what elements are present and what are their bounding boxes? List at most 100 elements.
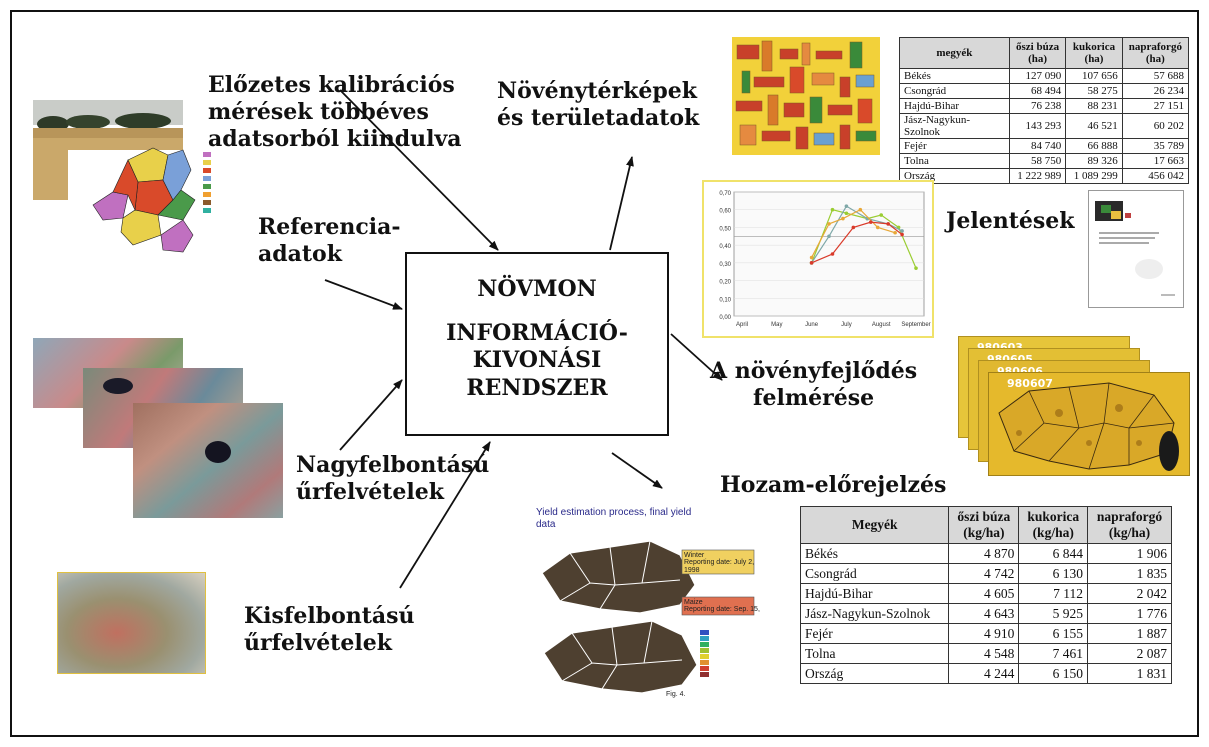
table-cell: 1 222 989 <box>1008 168 1067 184</box>
table-cell: 143 293 <box>1008 113 1067 139</box>
dev-frame-label: 980607 <box>1007 377 1053 390</box>
y-tick-label: 0,00 <box>719 315 731 321</box>
table-cell: Hajdú-Bihar <box>799 583 950 604</box>
table-cell: Jász-Nagykun-Szolnok <box>799 603 950 624</box>
data-point <box>809 261 814 265</box>
report-page-graphic <box>1095 201 1175 296</box>
table-cell: 4 870 <box>948 543 1020 564</box>
yield-header-county: Megyék <box>799 506 950 544</box>
table-cell: 4 548 <box>948 643 1020 664</box>
table-cell: 2 042 <box>1087 583 1172 604</box>
table-cell: 58 275 <box>1065 83 1123 99</box>
area-header-sunflower: napraforgó (ha) <box>1121 37 1190 69</box>
yield-header-sunflower: napraforgó (kg/ha) <box>1087 506 1172 544</box>
x-tick-label: April <box>736 322 748 328</box>
table-cell: Békés <box>799 543 950 564</box>
report-document-image <box>1088 190 1184 308</box>
table-cell: 7 112 <box>1018 583 1089 604</box>
table-cell: 26 234 <box>1121 83 1190 99</box>
table-cell: 89 326 <box>1065 153 1123 169</box>
table-cell: 6 844 <box>1018 543 1089 564</box>
table-cell: Csongrád <box>899 83 1010 99</box>
yield-maps-fig-label: Fig. 4. <box>666 691 686 698</box>
label-crop-maps: Növénytérképek és területadatok <box>497 78 700 131</box>
crop-map-image <box>732 37 880 155</box>
field-map-graphic <box>33 100 233 260</box>
table-cell: 58 750 <box>1008 153 1067 169</box>
data-point <box>830 207 835 212</box>
dev-frame: 980607 <box>988 372 1190 476</box>
table-cell: 27 151 <box>1121 98 1190 114</box>
table-cell: 68 494 <box>1008 83 1067 99</box>
data-point <box>809 255 814 260</box>
crop-development-frames: 980603 980605 980606 980607 <box>958 336 1190 476</box>
table-cell: 4 244 <box>948 663 1020 684</box>
table-cell: 1 887 <box>1087 623 1172 644</box>
data-point <box>844 211 849 216</box>
label-high-res: Nagyfelbontású űrfelvételek <box>296 452 490 505</box>
label-reports: Jelentések <box>946 208 1075 234</box>
yield-header-wheat: őszi búza (kg/ha) <box>948 506 1020 544</box>
table-cell: 1 831 <box>1087 663 1172 684</box>
yield-maps-title: Yield estimation process, final yield da… <box>536 507 692 530</box>
table-cell: 57 688 <box>1121 68 1190 84</box>
table-cell: 1 835 <box>1087 563 1172 584</box>
label-crop-development: A növényfejlődés felmérése <box>710 358 918 411</box>
table-cell: 88 231 <box>1065 98 1123 114</box>
yield-header-maize: kukorica (kg/ha) <box>1018 506 1089 544</box>
table-cell: 6 155 <box>1018 623 1089 644</box>
data-point <box>844 204 849 208</box>
yield-table-header: Megyék őszi búza (kg/ha) kukorica (kg/ha… <box>799 506 1172 544</box>
table-cell: Fejér <box>899 138 1010 154</box>
table-cell: 5 925 <box>1018 603 1089 624</box>
yield-map-tag-maize: Maize Reporting date: Sep. 15, <box>684 599 760 614</box>
system-line-3: RENDSZER <box>466 374 608 401</box>
label-calibration: Előzetes kalibrációs mérések többéves ad… <box>208 72 462 152</box>
x-tick-label: July <box>841 322 852 328</box>
label-low-res: Kisfelbontású űrfelvételek <box>244 603 415 656</box>
y-tick-label: 0,70 <box>719 191 731 197</box>
table-cell: Fejér <box>799 623 950 644</box>
data-point <box>827 222 831 226</box>
label-reference: Referencia- adatok <box>258 214 401 267</box>
data-point <box>830 252 835 256</box>
x-tick-label: May <box>771 322 782 328</box>
data-point <box>851 225 856 230</box>
table-cell: 6 130 <box>1018 563 1089 584</box>
area-header-county: megyék <box>899 37 1010 69</box>
data-point <box>868 220 873 224</box>
x-tick-label: August <box>872 322 891 328</box>
plot-area <box>733 191 925 317</box>
table-cell: 1 089 299 <box>1065 168 1123 184</box>
y-tick-label: 0,50 <box>719 226 731 232</box>
table-cell: 6 150 <box>1018 663 1089 684</box>
table-cell: Ország <box>799 663 950 684</box>
table-cell: 4 643 <box>948 603 1020 624</box>
data-point <box>875 225 880 230</box>
series-line <box>811 208 896 258</box>
table-cell: Tolna <box>799 643 950 664</box>
table-cell: Csongrád <box>799 563 950 584</box>
data-point <box>841 216 845 221</box>
y-tick-label: 0,20 <box>719 280 731 286</box>
yield-maps-graphic <box>541 540 755 694</box>
yield-map-tag-winter: Winter Reporting date: July 2, 1998 <box>684 552 755 574</box>
table-cell: 127 090 <box>1008 68 1067 84</box>
system-box: NÖVMON INFORMÁCIÓ- KIVONÁSI RENDSZER <box>405 252 669 436</box>
table-cell: 60 202 <box>1121 113 1190 139</box>
table-cell: 35 789 <box>1121 138 1190 154</box>
y-tick-label: 0,30 <box>719 262 731 268</box>
table-cell: Tolna <box>899 153 1010 169</box>
data-point <box>900 232 904 237</box>
label-yield-forecast: Hozam-előrejelzés <box>720 472 947 498</box>
system-title: NÖVMON <box>477 276 597 302</box>
